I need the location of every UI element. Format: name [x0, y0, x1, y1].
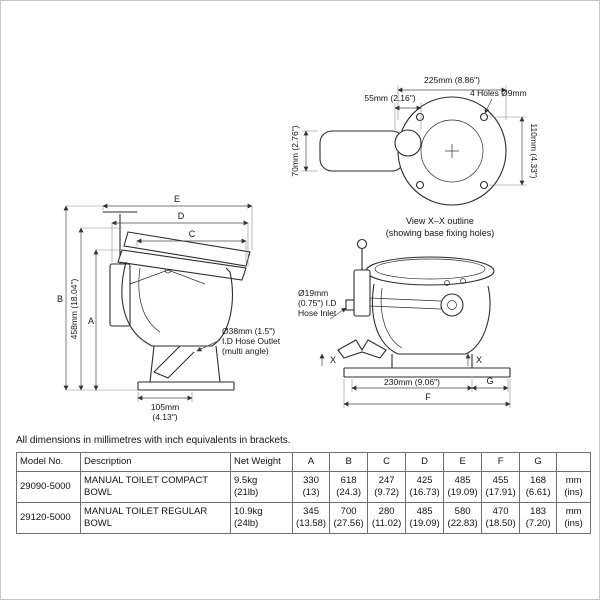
cell-value: 345(13.58) — [291, 502, 331, 534]
dim-70-label: 70mm (2.76") — [290, 125, 300, 176]
table-header: C — [367, 452, 407, 472]
dim-g-label: G — [486, 376, 493, 386]
cell-value: 247(9.72) — [367, 471, 407, 503]
table-header: E — [443, 452, 483, 472]
table-header: F — [481, 452, 521, 472]
inlet-note-line3: Hose Inlet — [298, 308, 337, 318]
table-header: Net Weight — [230, 452, 293, 472]
outlet-pipe — [153, 345, 181, 373]
outlet-pipe — [167, 351, 195, 379]
table-header — [556, 452, 592, 472]
pump-cylinder — [353, 269, 371, 317]
hinge — [444, 280, 450, 286]
cell-description: MANUAL TOILET REGULAR BOWL — [80, 502, 231, 534]
bowl-inner-line — [380, 287, 403, 349]
cell-unit: mm(ins) — [556, 471, 592, 503]
inlet-note-line2: (0.75") I.D — [298, 298, 336, 308]
fixing-hole — [479, 180, 489, 190]
table-header: D — [405, 452, 445, 472]
neck-circle — [394, 129, 422, 157]
bowl-fitting-center — [447, 300, 457, 310]
cell-value: 330(13) — [291, 471, 331, 503]
dim-55-label: 55mm (2.16") — [364, 93, 415, 103]
table-header: Model No. — [16, 452, 81, 472]
cell-value: 485(19.09) — [443, 471, 483, 503]
inlet-note-line1: Ø19mm — [298, 288, 328, 298]
dim-a-label: A — [88, 316, 94, 326]
side-view: E D C B 458mm (18.04") A 105mm (4.13") Ø… — [57, 194, 281, 422]
cell-value: 618(24.3) — [329, 471, 369, 503]
cell-value: 485(19.09) — [405, 502, 445, 534]
drawing-canvas: 225mm (8.86") 55mm (2.16") 4 Holes Ø9mm … — [57, 75, 539, 422]
dim-f-label: F — [425, 392, 431, 402]
lid-outline — [374, 258, 486, 280]
cell-value: 455(17.91) — [481, 471, 521, 503]
pump-knob — [356, 238, 368, 250]
outlet-note-line2: I.D Hose Outlet — [222, 336, 281, 346]
bowl-profile — [121, 261, 233, 347]
top-view-caption: View X–X outline — [406, 216, 474, 226]
cell-value: 168(6.61) — [519, 471, 558, 503]
inlet-elbow — [345, 299, 355, 311]
cell-model: 29090-5000 — [16, 471, 81, 503]
table-header: B — [329, 452, 369, 472]
rear-view: Ø19mm (0.75") I.D Hose Inlet X X 230mm (… — [298, 238, 511, 408]
bowl-body — [371, 283, 491, 355]
dim-110-label: 110mm (4.33") — [529, 123, 539, 178]
section-x-left: X — [330, 355, 336, 365]
outlet-note-line3: (multi angle) — [222, 346, 269, 356]
cell-value: 183(7.20) — [519, 502, 558, 534]
cell-value: 425(16.73) — [405, 471, 445, 503]
dim-b-label: B — [57, 294, 63, 304]
dim-c-label: C — [189, 229, 196, 239]
pump-cylinder — [109, 263, 131, 327]
top-view: 225mm (8.86") 55mm (2.16") 4 Holes Ø9mm … — [290, 75, 539, 238]
cell-weight: 9.5kg(21lb) — [230, 471, 293, 503]
holes-note-label: 4 Holes Ø9mm — [470, 88, 527, 98]
dimensions-note: All dimensions in millimetres with inch … — [16, 435, 291, 446]
toilet-seat — [117, 249, 247, 281]
hinge — [460, 278, 466, 284]
top-view-caption2: (showing base fixing holes) — [386, 228, 495, 238]
dim-458-label: 458mm (18.04") — [69, 279, 79, 340]
fixing-hole — [479, 112, 489, 122]
table-header: A — [291, 452, 331, 472]
dim-105-label2: (4.13") — [152, 412, 177, 422]
cell-value: 700(27.56) — [329, 502, 369, 534]
table-header: Description — [80, 452, 231, 472]
dim-e-label: E — [174, 194, 180, 204]
pump-base-outline — [319, 130, 405, 172]
dim-105-label: 105mm — [151, 402, 179, 412]
seat-outline — [365, 256, 495, 286]
cell-unit: mm(ins) — [556, 502, 592, 534]
bowl-inner-line — [138, 267, 161, 333]
bowl-outline — [420, 119, 484, 183]
wing-clamp — [337, 339, 387, 359]
outlet-note-line1: Ø38mm (1.5") — [222, 326, 275, 336]
dim-225-label: 225mm (8.86") — [424, 75, 480, 85]
fixing-hole — [415, 180, 425, 190]
section-x-right: X — [476, 355, 482, 365]
dim-230-label: 230mm (9.06") — [384, 377, 440, 387]
cell-value: 280(11.02) — [367, 502, 407, 534]
cell-description: MANUAL TOILET COMPACT BOWL — [80, 471, 231, 503]
dim-d-label: D — [178, 211, 185, 221]
cell-value: 580(22.83) — [443, 502, 483, 534]
bowl-fitting — [440, 293, 464, 317]
cell-weight: 10.9kg(24lb) — [230, 502, 293, 534]
fixing-hole — [415, 112, 425, 122]
table-header: G — [519, 452, 558, 472]
cell-model: 29120-5000 — [16, 502, 81, 534]
cell-value: 470(18.50) — [481, 502, 521, 534]
linkage-arm — [129, 269, 206, 285]
